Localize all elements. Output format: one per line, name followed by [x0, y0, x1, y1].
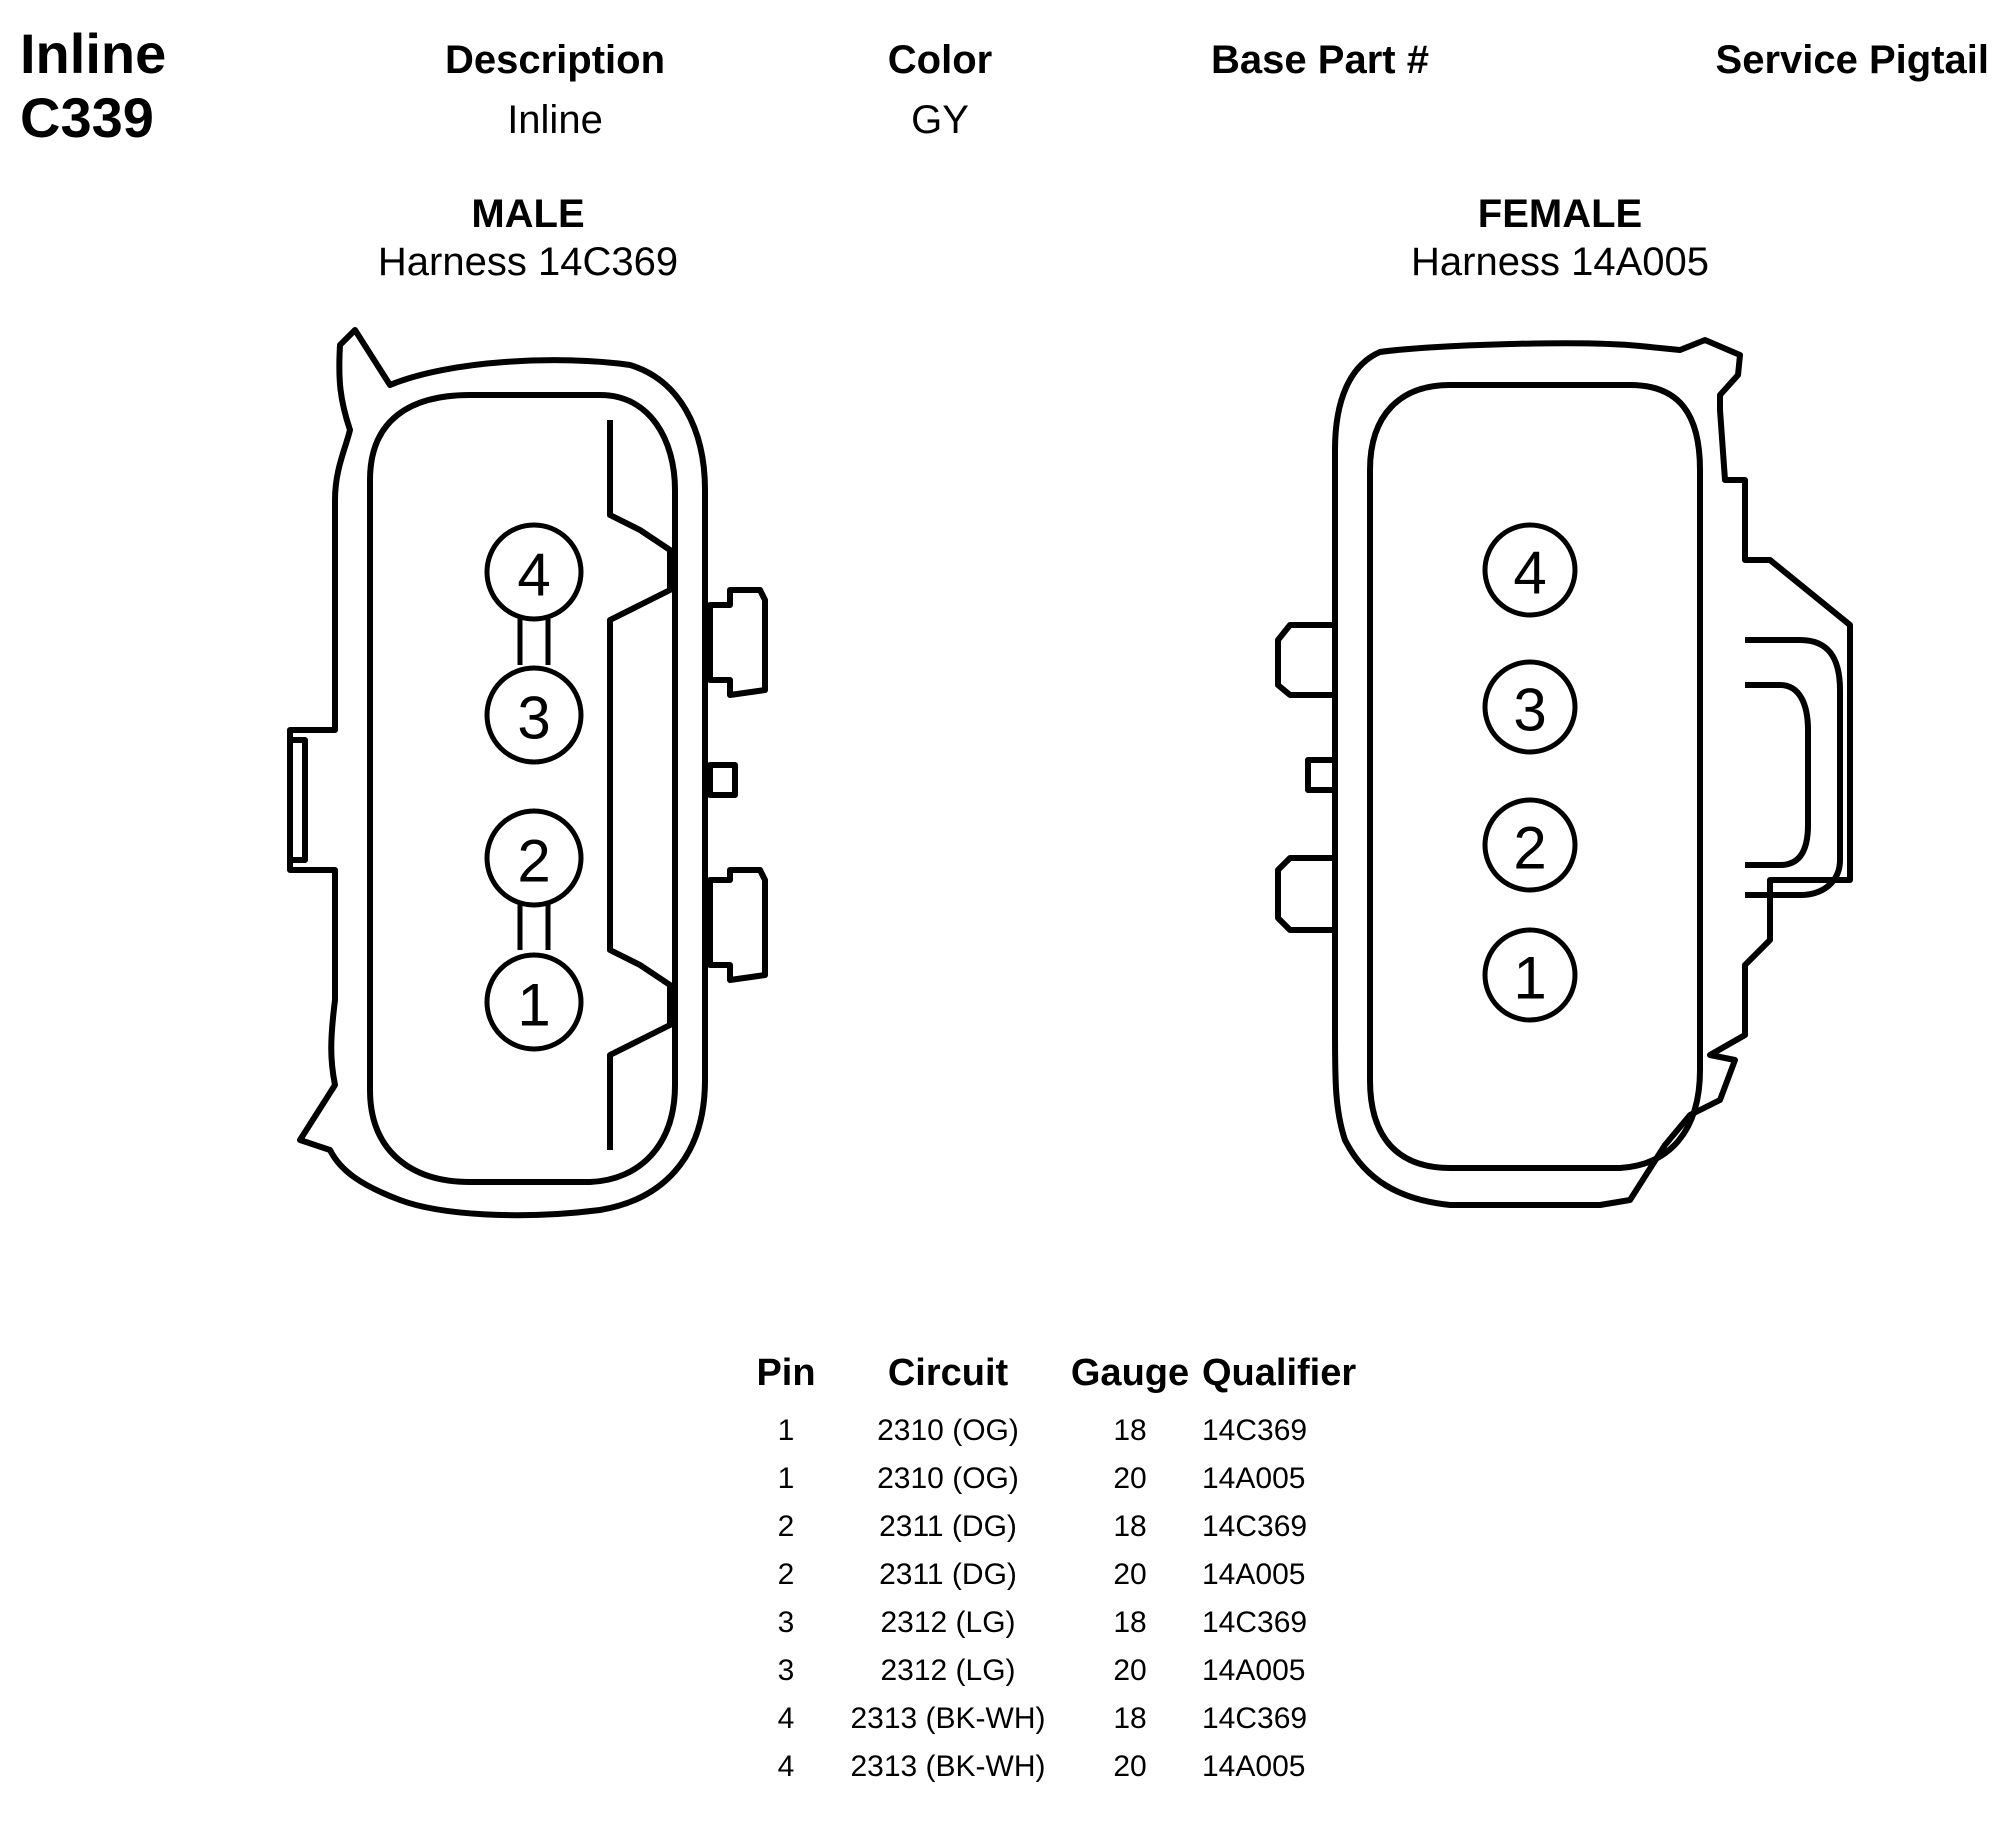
male-latch-middle — [707, 762, 738, 798]
male-pin-3 — [484, 665, 584, 765]
male-pin-4-label: 4 — [517, 542, 550, 609]
table-row: 3 2312 (LG) 20 14A005 — [740, 1647, 1378, 1695]
male-housing-outline — [287, 327, 708, 1219]
circuit-cell: 2312 (LG) — [880, 1606, 1016, 1639]
gauge-cell: 18 — [1113, 1606, 1147, 1639]
color-header: Color — [887, 38, 993, 82]
male-pin-2-label: 2 — [517, 828, 550, 895]
qualifier-cell: 14C369 — [1202, 1414, 1308, 1447]
pin-cell: 1 — [777, 1414, 795, 1447]
gauge-cell: 20 — [1113, 1654, 1147, 1687]
female-title: FEMALE — [1477, 192, 1643, 236]
qualifier-cell: 14A005 — [1202, 1462, 1306, 1495]
pin-cell: 4 — [777, 1702, 795, 1735]
gauge-cell: 18 — [1113, 1510, 1147, 1543]
male-latch-top — [707, 587, 768, 698]
female-lock-tab-bottom — [1275, 855, 1335, 933]
circuit-cell: 2310 (OG) — [877, 1462, 1019, 1495]
table-row: 1 2310 (OG) 18 14C369 — [740, 1407, 1378, 1455]
description-value: Inline — [507, 98, 603, 142]
connector-type-label: Inline — [20, 22, 167, 85]
female-clip-inner — [1745, 682, 1811, 868]
female-pin-3 — [1482, 659, 1578, 755]
table-row: 4 2313 (BK-WH) 18 14C369 — [740, 1695, 1378, 1743]
female-lock-tab-middle — [1305, 757, 1335, 793]
qualifier-cell: 14A005 — [1202, 1654, 1306, 1687]
female-pin-4-label: 4 — [1513, 540, 1546, 607]
female-pin-1 — [1482, 927, 1578, 1023]
female-pin-3-label: 3 — [1513, 677, 1546, 744]
base-part-header: Base Part # — [1211, 38, 1429, 82]
male-lock-tab — [290, 737, 308, 863]
qualifier-cell: 14A005 — [1202, 1750, 1306, 1783]
pin-table-header-row: Pin Circuit Gauge Qualifier — [740, 1352, 1378, 1407]
gauge-cell: 20 — [1113, 1750, 1147, 1783]
female-pin-1-label: 1 — [1513, 945, 1546, 1012]
female-pin-2-label: 2 — [1513, 815, 1546, 882]
gauge-cell: 18 — [1113, 1702, 1147, 1735]
gauge-cell: 20 — [1113, 1462, 1147, 1495]
gauge-cell: 18 — [1113, 1414, 1147, 1447]
circuit-cell: 2311 (DG) — [879, 1558, 1017, 1591]
circuit-cell: 2313 (BK-WH) — [850, 1702, 1046, 1735]
female-lock-tab-top — [1275, 622, 1335, 698]
circuit-cell: 2313 (BK-WH) — [850, 1750, 1046, 1783]
male-latch-bottom — [707, 867, 768, 983]
pin-cell: 1 — [777, 1462, 795, 1495]
female-inner-cavity — [1367, 382, 1703, 1171]
table-row: 1 2310 (OG) 20 14A005 — [740, 1455, 1378, 1503]
pin-table: Pin Circuit Gauge Qualifier 1 2310 (OG) … — [740, 1352, 1378, 1791]
male-pin-1 — [484, 952, 584, 1052]
male-title: MALE — [471, 192, 585, 236]
pin-header: Pin — [756, 1352, 816, 1394]
qualifier-cell: 14C369 — [1202, 1510, 1308, 1543]
table-row: 2 2311 (DG) 18 14C369 — [740, 1503, 1378, 1551]
female-harness: Harness 14A005 — [1411, 240, 1709, 284]
table-row: 4 2313 (BK-WH) 20 14A005 — [740, 1743, 1378, 1791]
gauge-header: Gauge — [1070, 1352, 1190, 1394]
pin-cell: 2 — [777, 1510, 795, 1543]
pin-cell: 2 — [777, 1558, 795, 1591]
table-row: 3 2312 (LG) 18 14C369 — [740, 1599, 1378, 1647]
male-pin-3-label: 3 — [517, 685, 550, 752]
circuit-cell: 2312 (LG) — [880, 1654, 1016, 1687]
connector-id: C339 — [20, 86, 154, 149]
female-clip-outer — [1745, 637, 1843, 898]
qualifier-cell: 14C369 — [1202, 1702, 1308, 1735]
male-pin-2 — [484, 808, 584, 908]
pin-cell: 3 — [777, 1654, 795, 1687]
color-value: GY — [911, 98, 969, 142]
male-harness: Harness 14C369 — [377, 240, 679, 284]
male-pin-1-label: 1 — [517, 972, 550, 1039]
female-pin-2 — [1482, 797, 1578, 893]
table-row: 2 2311 (DG) 20 14A005 — [740, 1551, 1378, 1599]
circuit-cell: 2310 (OG) — [877, 1414, 1019, 1447]
circuit-cell: 2311 (DG) — [879, 1510, 1017, 1543]
female-housing-outline — [1332, 337, 1853, 1208]
female-connector-face: 4 3 2 1 — [1275, 337, 1853, 1208]
gauge-cell: 20 — [1113, 1558, 1147, 1591]
female-pin-4 — [1482, 522, 1578, 618]
pin-cell: 4 — [777, 1750, 795, 1783]
male-keyway-rail — [607, 420, 673, 1150]
service-pigtail-header: Service Pigtail — [1715, 38, 1989, 82]
male-inner-cavity — [367, 392, 678, 1185]
circuit-header: Circuit — [887, 1352, 1009, 1394]
pin-cell: 3 — [777, 1606, 795, 1639]
male-pin-4 — [484, 522, 584, 622]
qualifier-cell: 14C369 — [1202, 1606, 1308, 1639]
description-header: Description — [444, 38, 666, 82]
qualifier-cell: 14A005 — [1202, 1558, 1306, 1591]
qualifier-header: Qualifier — [1202, 1352, 1357, 1394]
